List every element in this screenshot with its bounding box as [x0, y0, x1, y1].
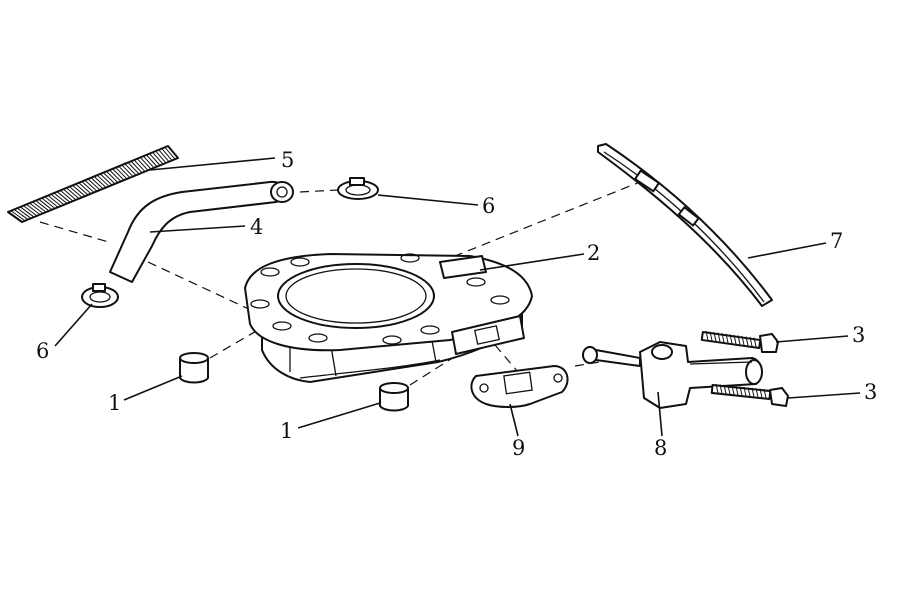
- cylinder-block: [244, 253, 533, 383]
- tensioner-gasket: [470, 365, 569, 408]
- chain-tensioner: [582, 341, 763, 409]
- dowel-pin-left: [179, 352, 209, 384]
- callout-3-lower: 3: [864, 380, 877, 404]
- bolt-lower: [710, 383, 789, 407]
- callout-leaders: [54, 157, 861, 437]
- callout-3-upper: 3: [852, 323, 865, 347]
- callout-4: 4: [250, 215, 263, 239]
- bolt-upper: [700, 330, 779, 353]
- dowel-pin-center: [379, 382, 409, 412]
- callout-7: 7: [830, 229, 843, 253]
- hose-clip-upper: [337, 177, 379, 200]
- callout-labels: 5 4 6 6 2 7 3 3 1 1 9 8: [36, 148, 877, 460]
- corrugated-hose: [7, 145, 179, 223]
- callout-8: 8: [654, 436, 667, 460]
- callout-5: 5: [281, 148, 294, 172]
- callout-6-lower: 6: [36, 339, 49, 363]
- callout-6-upper: 6: [482, 194, 495, 218]
- chain-guide: [597, 143, 773, 307]
- hose-clip-lower: [81, 283, 119, 308]
- callout-1-center: 1: [280, 419, 293, 443]
- breather-pipe: [109, 180, 294, 283]
- callout-1-left: 1: [108, 391, 121, 415]
- callout-2: 2: [587, 241, 600, 265]
- callout-9: 9: [512, 436, 525, 460]
